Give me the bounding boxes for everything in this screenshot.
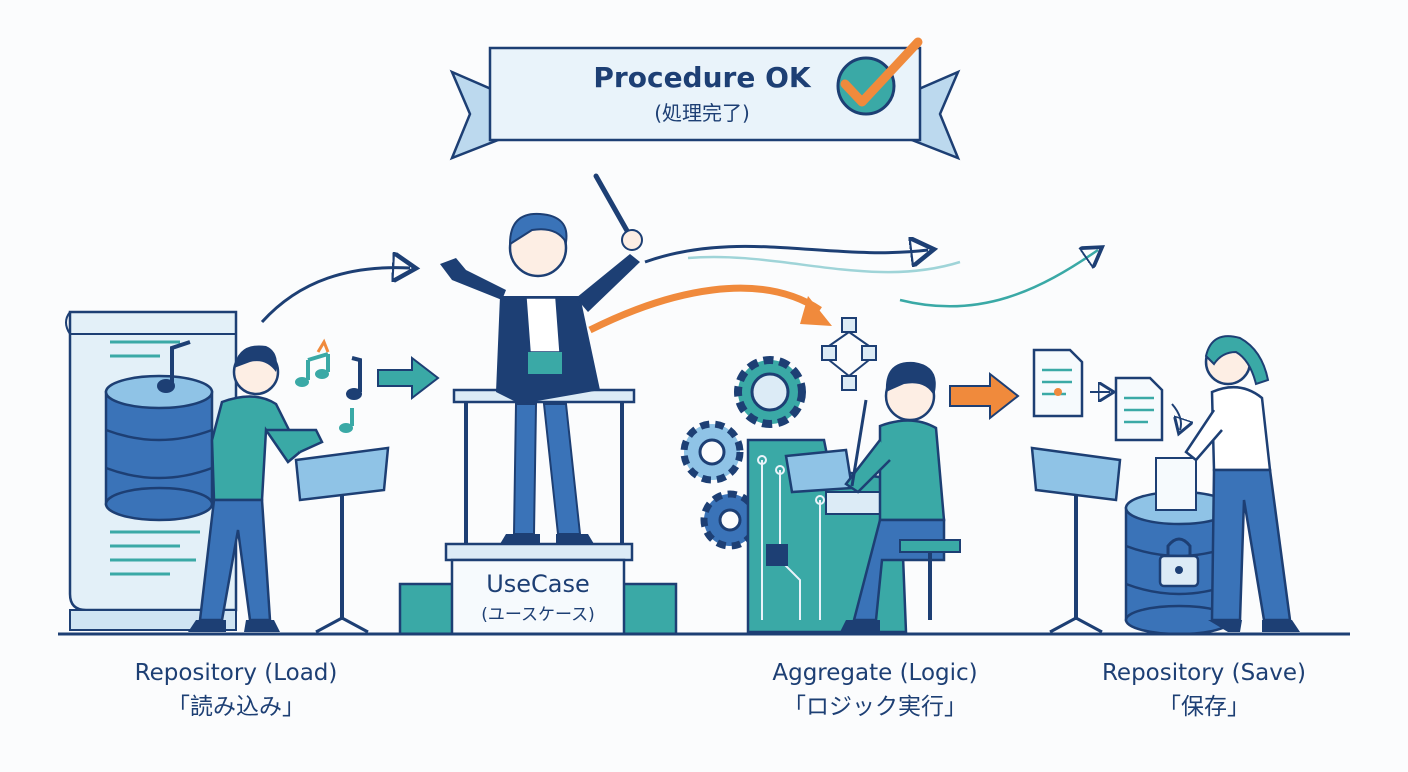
arrow-orange-block — [950, 374, 1018, 418]
arrow-icon — [378, 358, 438, 398]
banner: Procedure OK (処理完了) — [452, 42, 958, 158]
label-aggregate-subtitle: 「ロジック実行」 — [720, 690, 1030, 724]
label-save-subtitle: 「保存」 — [1054, 690, 1354, 724]
usecase-title: UseCase — [486, 570, 590, 598]
label-aggregate-title: Aggregate (Logic) — [720, 656, 1030, 690]
conductor-podium: UseCase (ユースケース) — [400, 390, 676, 634]
usecase-subtitle: (ユースケース) — [481, 605, 595, 625]
conductor — [440, 176, 642, 544]
label-load-subtitle: 「読み込み」 — [86, 690, 386, 724]
database-icon — [106, 376, 212, 520]
music-stand-left — [296, 448, 388, 632]
arrow-wave-light-1 — [688, 257, 960, 272]
banner-title: Procedure OK — [593, 61, 811, 94]
label-load: Repository (Load) 「読み込み」 — [86, 656, 386, 724]
document-icon — [1034, 350, 1181, 440]
music-stand-right — [1032, 448, 1120, 632]
label-save-title: Repository (Save) — [1054, 656, 1354, 690]
arrow-load-to-conductor — [262, 268, 410, 322]
banner-subtitle: (処理完了) — [654, 101, 750, 125]
flowchart-icon — [822, 318, 876, 390]
label-save: Repository (Save) 「保存」 — [1054, 656, 1354, 724]
label-load-title: Repository (Load) — [86, 656, 386, 690]
arrow-conductor-to-right — [645, 246, 928, 262]
arrow-orange-to-aggregate — [590, 288, 820, 330]
label-aggregate: Aggregate (Logic) 「ロジック実行」 — [720, 656, 1030, 724]
arrow-wave-light-2 — [900, 250, 1098, 306]
